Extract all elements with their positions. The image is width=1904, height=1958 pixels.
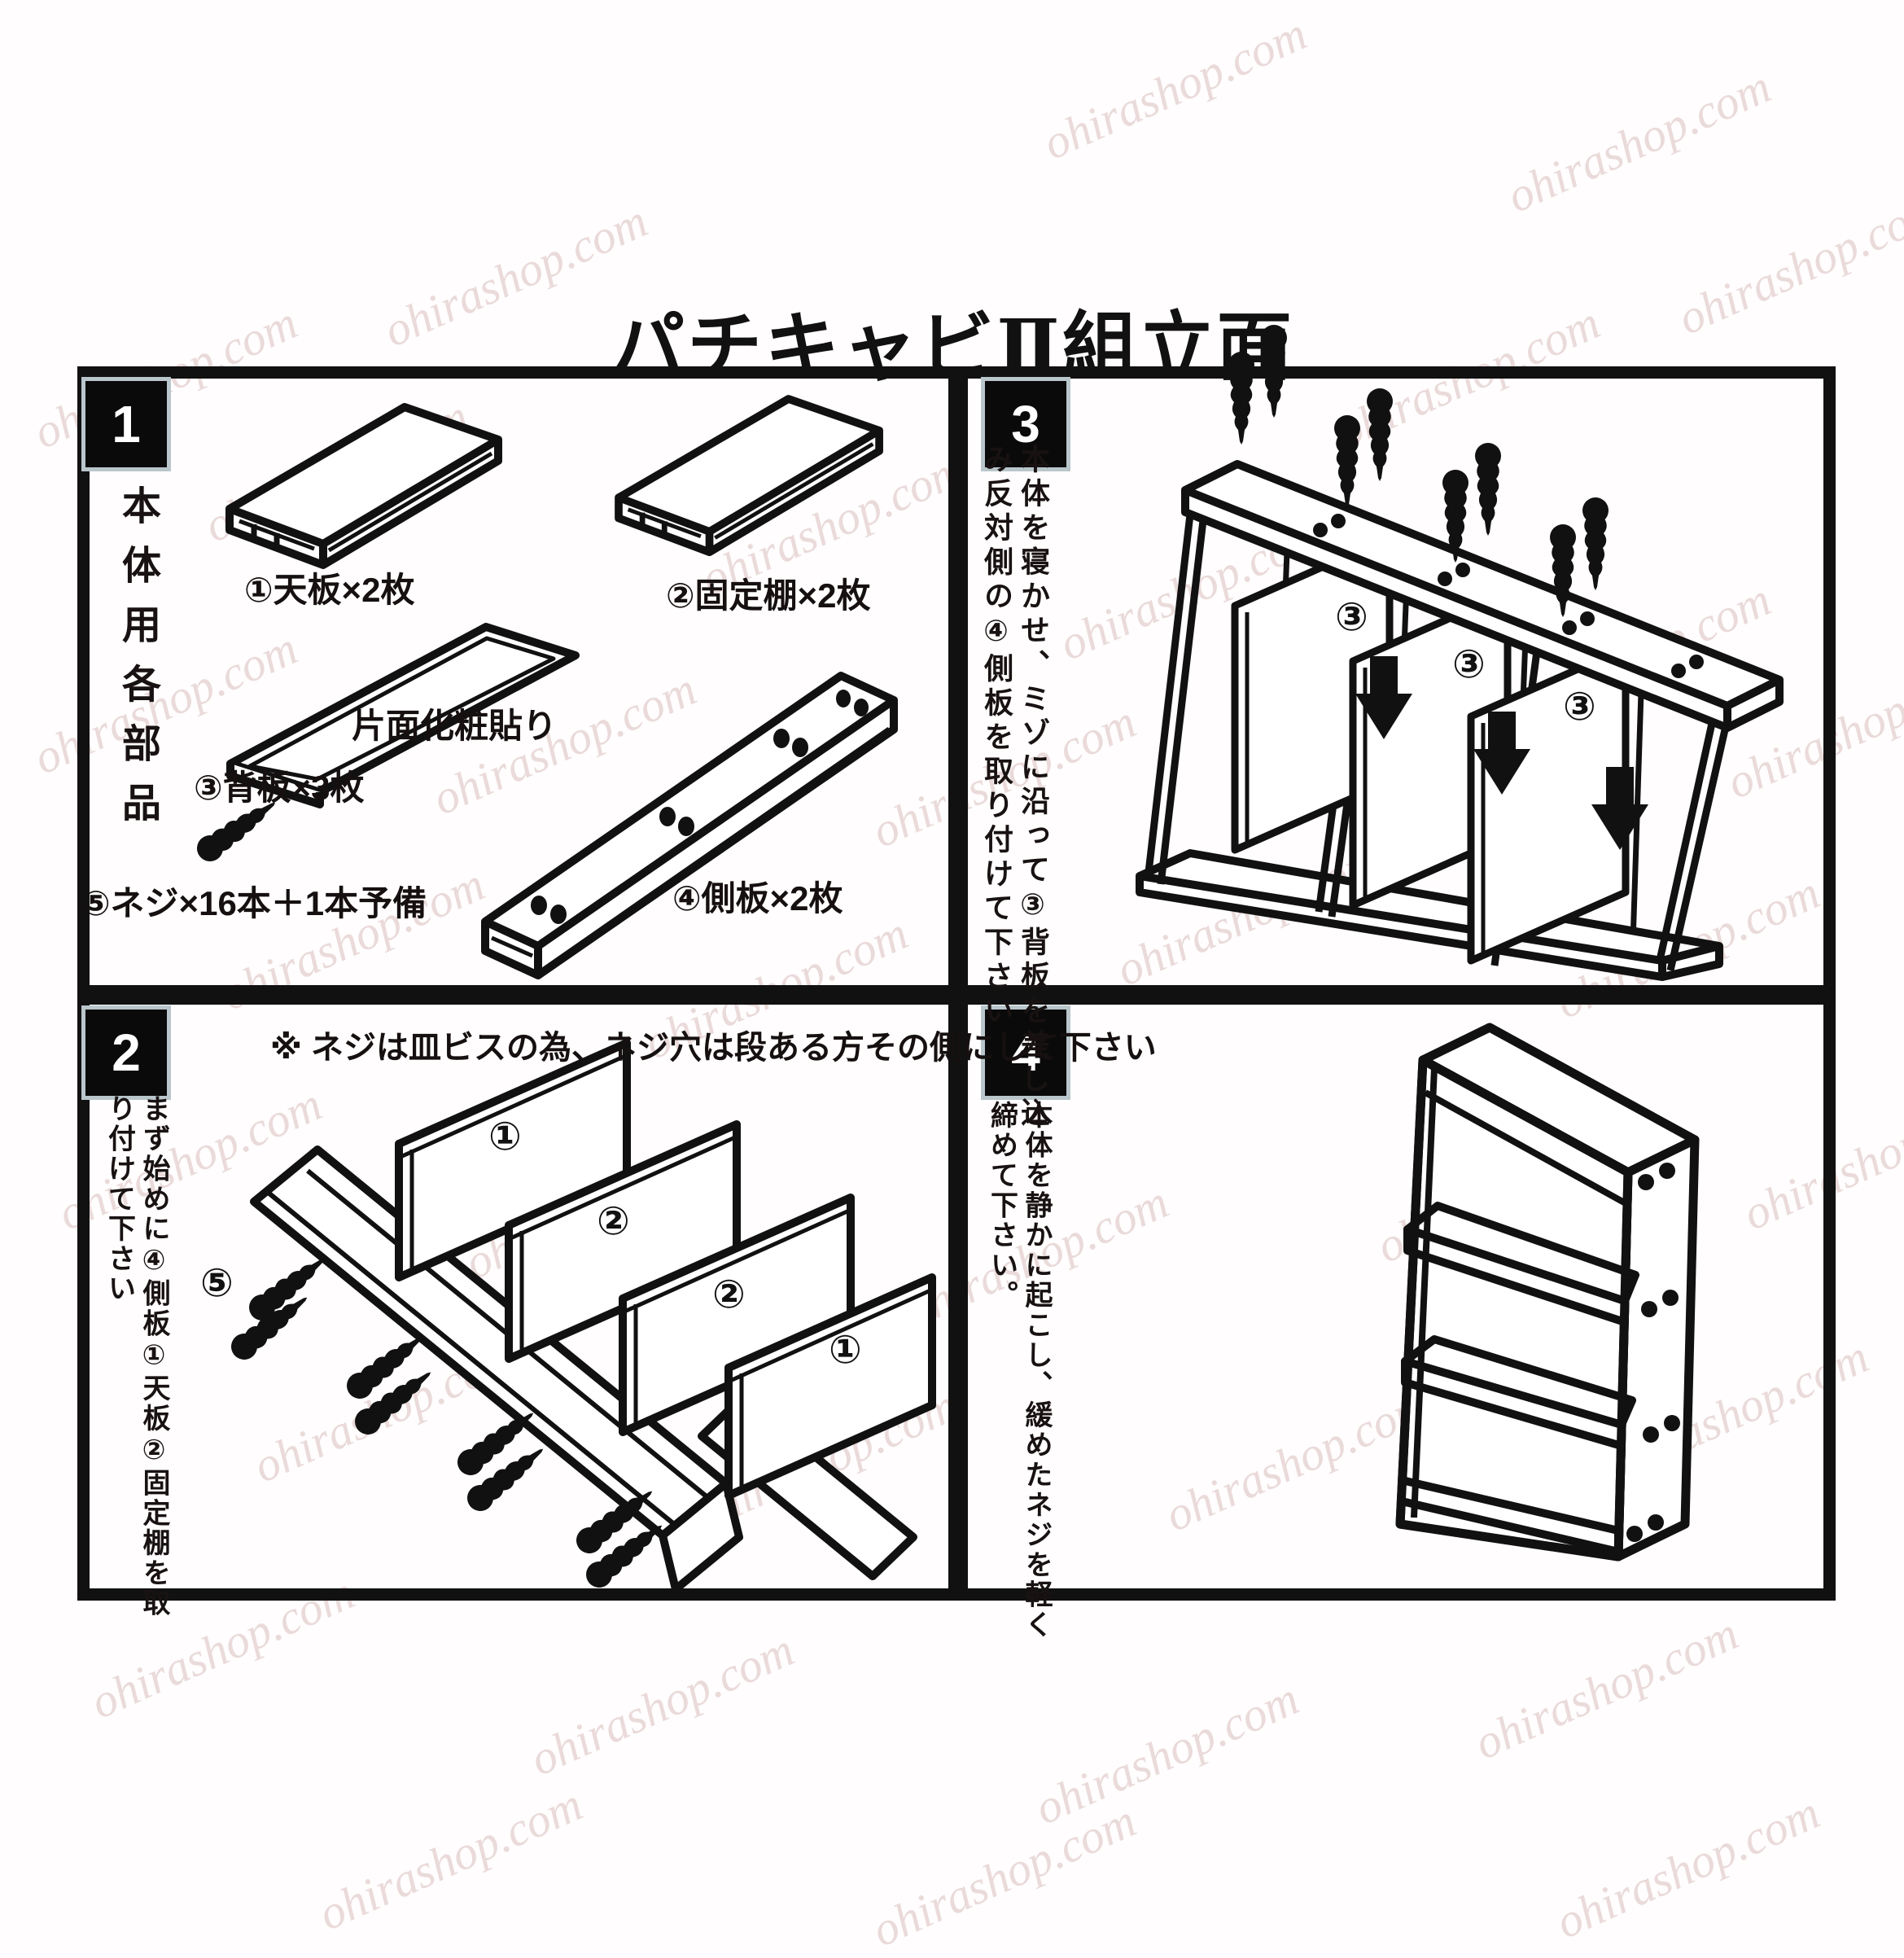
panel3-backboard-drawing — [1136, 325, 1784, 981]
line-art — [191, 325, 1784, 1593]
step-3-number: 3 — [981, 377, 1070, 471]
part-label-fixed-shelf: ②固定棚×2枚 — [666, 576, 871, 615]
diagram-label-back-board-1: ③ — [1335, 596, 1368, 639]
grid-horizontal-divider — [77, 985, 1836, 1005]
diagram-label-board-2b: ② — [712, 1273, 746, 1316]
fixed-shelf-drawing — [619, 399, 879, 552]
part-label-top-board: ①天板×2枚 — [244, 571, 415, 609]
part-label-finish-side: 片面化粧貼り — [352, 707, 558, 745]
cross-boards-drawing — [395, 1039, 936, 1500]
assembly-instruction-sheet: { "title": "パチキャビⅡ組立面", "watermark": "oh… — [25, 7, 1904, 1957]
step-2-number: 2 — [81, 1005, 171, 1100]
diagram-label-back-board-3: ③ — [1563, 686, 1596, 729]
step-4-instruction: 本体を静かに起こし、緩めたネジを軽く締めて下さい。 — [986, 1101, 1053, 1640]
grid-vertical-divider — [948, 366, 968, 1601]
down-arrow-icon — [1355, 656, 1648, 850]
side-screw-holes — [1626, 1163, 1680, 1542]
panel2-assembly-drawing — [225, 1039, 936, 1593]
step-2-instruction: まず始めに④側板①天板②固定棚を取り付けて下さい — [103, 1094, 170, 1619]
back-board-drawing — [226, 623, 580, 808]
diagram-label-screw: ⑤ — [200, 1262, 234, 1305]
top-rail-drawing — [1181, 460, 1784, 732]
part-label-side-board: ④側板×2枚 — [672, 879, 843, 918]
diagram-label-board-2a: ② — [597, 1200, 630, 1243]
diagram-label-back-board-2: ③ — [1452, 643, 1486, 686]
step-3-instruction: 本体を寝かせ、ミゾに沿って③背板を差し込み反対側の④側板を取り付けて下さい — [980, 444, 1050, 1132]
step-1-side-label: 本体用各部品 — [116, 485, 159, 842]
part-label-back-board: ③背板×3枚 — [194, 769, 365, 807]
top-board-drawing — [230, 407, 498, 565]
step-1-number: 1 — [81, 377, 171, 471]
page-title: パチキャビⅡ組立面 — [610, 306, 1294, 389]
diagram-label-board-1a: ① — [488, 1115, 522, 1159]
step-4-number: 4 — [981, 1005, 1070, 1100]
side-board-drawing — [481, 672, 898, 979]
diagram-label-board-1b: ① — [829, 1329, 862, 1372]
grid-border — [77, 366, 1836, 1601]
panel1-parts-drawing — [191, 399, 898, 979]
part-label-screws: ⑤ネジ×16本＋1本予備 — [81, 884, 427, 922]
step-2-note: ※ ネジは皿ビスの為、ネジ穴は段ある方その側にして下さい — [270, 1030, 1157, 1066]
panel4-cabinet-drawing — [1395, 1023, 1700, 1562]
